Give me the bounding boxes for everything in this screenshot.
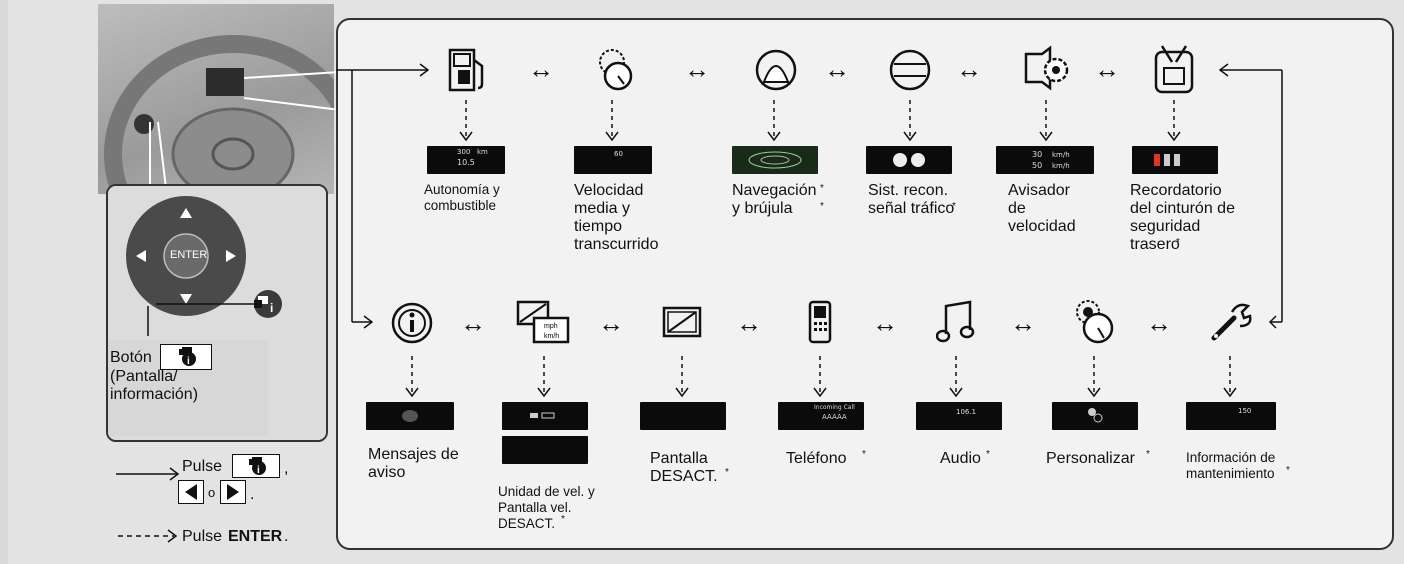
warning-messages-screen (366, 402, 454, 430)
svg-text:km/h: km/h (544, 333, 559, 340)
double-arrow-icon: ↔ (598, 308, 624, 338)
label-display-off: Pantalla DESACT. (650, 450, 718, 485)
music-note-icon (936, 300, 975, 343)
asterisk: * (1146, 449, 1150, 460)
legend-dashed-text: Pulse (182, 528, 223, 545)
legend-enter: ENTER (228, 528, 283, 545)
asterisk: * (952, 201, 956, 212)
asterisk: * (820, 183, 824, 194)
double-arrow-icon: ↔ (528, 54, 554, 84)
display-info-button[interactable]: i (160, 344, 212, 370)
legend: Pulse i , o . Pulse ENTER . (116, 454, 316, 560)
asterisk: * (986, 449, 990, 460)
double-arrow-icon: ↔ (736, 308, 762, 338)
double-arrow-icon: ↔ (1094, 54, 1120, 84)
button-label: Botón (110, 349, 152, 366)
svg-text:i: i (257, 465, 260, 476)
label-customize: Personalizar (1046, 450, 1135, 467)
double-arrow-icon: ↔ (956, 54, 982, 84)
label-navigation: Navegación y brújula (732, 182, 817, 217)
double-arrow-icon: ↔ (460, 308, 486, 338)
label-phone: Teléfono (786, 450, 847, 467)
label-maintenance: Información de mantenimiento (1186, 450, 1276, 481)
asterisk: * (1176, 237, 1180, 248)
control-pad-inset: i ENTER Botón i (Pantalla/ información) (106, 184, 328, 442)
phone-screen: Incoming Call AAAAA (778, 402, 864, 430)
label-avg-speed: Velocidad media y tiempo transcurrido (574, 182, 659, 253)
traffic-sign-screen (866, 146, 952, 174)
phone-icon (808, 300, 832, 344)
label-speed-unit: Unidad de vel. y Pantalla vel. DESACT. (498, 484, 595, 531)
fuel-pump-icon (448, 48, 484, 92)
double-arrow-icon: ↔ (872, 308, 898, 338)
double-arrow-icon: ↔ (1010, 308, 1036, 338)
label-seatbelt: Recordatorio del cinturón de seguridad t… (1130, 182, 1235, 253)
steering-wheel-photo (98, 4, 362, 273)
seatbelt-screen (1132, 146, 1218, 174)
enter-button[interactable]: ENTER (170, 249, 208, 261)
audio-screen: 106.1 (916, 402, 1002, 430)
legend-right-button (220, 480, 246, 504)
speed-unit-screen (502, 402, 588, 430)
legend-pulse: Pulse (182, 458, 223, 475)
svg-text:i: i (270, 301, 273, 315)
customize-screen (1052, 402, 1138, 430)
compass-icon (755, 49, 797, 91)
speed-unit-icon: mph km/h (516, 300, 570, 344)
double-arrow-icon: ↔ (1146, 308, 1172, 338)
wrench-icon (1211, 303, 1252, 341)
navigation-screen (732, 146, 818, 174)
asterisk: * (862, 449, 866, 460)
fuel-screen: 300 km 10.5 (427, 146, 505, 174)
legend-left-button (178, 480, 204, 504)
svg-text:i: i (187, 356, 190, 367)
speed-timer-icon (599, 49, 633, 91)
legend-info-button: i (232, 454, 280, 478)
double-arrow-icon: ↔ (684, 54, 710, 84)
button-description: (Pantalla/ información) (110, 368, 199, 403)
label-speed-warning: Avisador de velocidad (1008, 182, 1076, 235)
legend-period: . (250, 486, 255, 503)
info-icon (391, 302, 433, 344)
speed-display-off-screen (502, 436, 588, 464)
display-off-screen (640, 402, 726, 430)
label-audio: Audio (940, 450, 981, 467)
display-off-icon (662, 306, 702, 338)
speed-warning-screen: 30 50 km/h km/h (996, 146, 1094, 174)
label-fuel: Autonomía y combustible (424, 182, 500, 213)
speed-warning-icon (1024, 45, 1069, 91)
seatbelt-icon (1154, 45, 1194, 94)
legend-or: o (208, 485, 216, 500)
asterisk: * (820, 201, 824, 212)
asterisk: * (561, 514, 565, 525)
traffic-sign-icon (889, 49, 931, 91)
legend-enter-period: . (284, 528, 289, 545)
callout-lines (149, 71, 341, 189)
asterisk: * (1286, 465, 1290, 476)
maintenance-screen: 150 (1186, 402, 1276, 430)
asterisk: * (725, 467, 729, 478)
avg-speed-screen: 60 (574, 146, 652, 174)
double-arrow-icon: ↔ (824, 54, 850, 84)
label-warning-messages: Mensajes de aviso (368, 446, 459, 481)
legend-comma: , (284, 460, 289, 477)
label-traffic-sign: Sist. recon. señal tráfico (868, 182, 955, 217)
svg-text:mph: mph (544, 323, 558, 330)
customize-icon (1076, 300, 1114, 344)
